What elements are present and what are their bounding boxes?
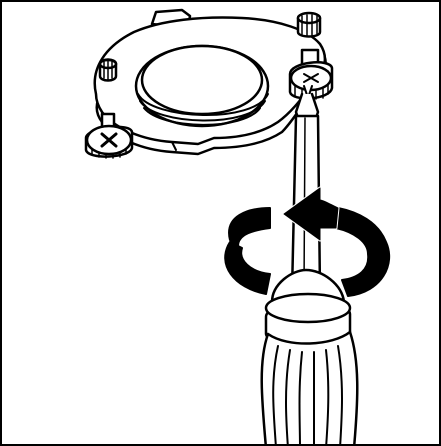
thumbscrew-icon [100,60,116,81]
thumbscrew-icon [298,13,320,37]
counterclockwise-arrow-icon [229,208,270,246]
phillips-screwdriver-icon [262,270,358,444]
phillips-screwdriver-icon [292,86,320,292]
